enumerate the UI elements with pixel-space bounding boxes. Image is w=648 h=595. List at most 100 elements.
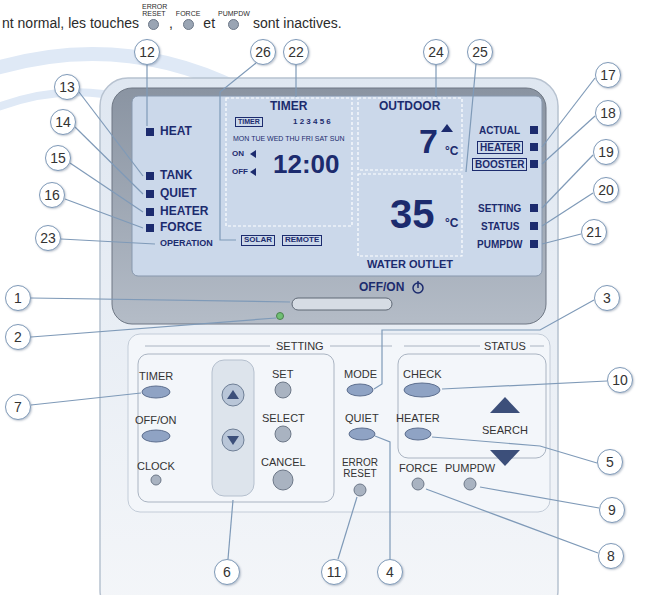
display-text: 12:00 bbox=[273, 150, 340, 179]
button-label: MODE bbox=[344, 368, 377, 380]
callout-number: 6 bbox=[214, 559, 240, 585]
callout-text: 4 bbox=[386, 565, 394, 579]
button-label: OFF/ON bbox=[135, 414, 177, 426]
key-icon: FORCE bbox=[176, 10, 201, 31]
display-text: °C bbox=[445, 217, 458, 230]
lcd-markers bbox=[146, 124, 538, 248]
callout-number: 14 bbox=[50, 109, 76, 135]
callout-number: 21 bbox=[581, 219, 607, 245]
display-text: ON bbox=[232, 150, 244, 159]
callout-text: 17 bbox=[600, 68, 616, 82]
display-text: °C bbox=[445, 145, 458, 158]
callout-number: 24 bbox=[423, 39, 449, 65]
display-text: STATUS bbox=[481, 221, 520, 232]
callout-number: 10 bbox=[607, 367, 633, 393]
display-text: TIMER bbox=[235, 117, 263, 127]
callout-text: 7 bbox=[14, 400, 22, 414]
display-text: MON TUE WED THU FRI SAT SUN bbox=[233, 135, 345, 143]
notice-line: nt normal, les touchesERROR RESET,FORCEe… bbox=[2, 3, 342, 32]
button-label: TIMER bbox=[139, 370, 173, 382]
button-label: FORCE bbox=[399, 462, 438, 474]
notice-text: sont inactives. bbox=[253, 15, 342, 32]
display-text: SETTING bbox=[478, 203, 521, 214]
callout-number: 17 bbox=[595, 62, 621, 88]
callout-number: 12 bbox=[134, 39, 160, 65]
callout-text: 16 bbox=[44, 188, 60, 202]
callout-text: 9 bbox=[608, 503, 616, 517]
key-dot bbox=[148, 19, 159, 30]
display-text: REMOTE bbox=[282, 235, 322, 246]
button-label: CLOCK bbox=[137, 460, 175, 472]
callout-text: 13 bbox=[59, 80, 75, 94]
callout-text: 22 bbox=[288, 45, 304, 59]
callout-number: 23 bbox=[35, 225, 61, 251]
callout-number: 18 bbox=[595, 100, 621, 126]
display-text: WATER OUTLET bbox=[367, 258, 453, 270]
callout-number: 11 bbox=[321, 559, 347, 585]
callout-number: 15 bbox=[45, 145, 71, 171]
key-dot bbox=[183, 19, 194, 30]
button-label: CHECK bbox=[403, 368, 442, 380]
display-text: OFF bbox=[232, 168, 248, 177]
key-dot bbox=[228, 19, 239, 30]
callout-number: 8 bbox=[598, 543, 624, 569]
callout-number: 20 bbox=[593, 177, 619, 203]
button-label: ERROR RESET bbox=[340, 457, 380, 479]
button-label: QUIET bbox=[345, 412, 379, 424]
display-text: 7 bbox=[419, 123, 438, 160]
display-text: BOOSTER bbox=[472, 158, 527, 171]
display-text: HEATER bbox=[477, 141, 523, 154]
button-label: SETTING bbox=[276, 340, 324, 352]
button-label: CANCEL bbox=[261, 456, 306, 468]
callout-text: 15 bbox=[50, 151, 66, 165]
power-control bbox=[277, 281, 424, 320]
display-text: FORCE bbox=[160, 221, 202, 234]
display-text: PUMPDW bbox=[477, 239, 523, 250]
callout-number: 13 bbox=[54, 74, 80, 100]
callout-number: 9 bbox=[599, 497, 625, 523]
lcd-dashed-zones bbox=[226, 98, 462, 256]
callout-text: 11 bbox=[327, 565, 342, 579]
key-name: PUMPDW bbox=[218, 10, 250, 17]
callout-text: 20 bbox=[598, 183, 614, 197]
keypad bbox=[128, 334, 550, 512]
callout-text: 25 bbox=[472, 45, 488, 59]
display-text: TANK bbox=[160, 169, 192, 182]
callout-number: 4 bbox=[377, 559, 403, 585]
display-text: 1 2 3 4 5 6 bbox=[293, 118, 331, 127]
button-label: SELECT bbox=[262, 412, 305, 424]
callout-number: 26 bbox=[250, 39, 276, 65]
callout-text: 2 bbox=[14, 330, 22, 344]
callout-text: 21 bbox=[586, 225, 602, 239]
callout-text: 10 bbox=[612, 373, 628, 387]
callout-text: 23 bbox=[40, 231, 56, 245]
notice-text: et bbox=[203, 15, 215, 32]
key-icon: ERROR RESET bbox=[142, 3, 166, 32]
callout-number: 16 bbox=[39, 182, 65, 208]
display-text: OUTDOOR bbox=[379, 100, 440, 113]
display-text: 35 bbox=[390, 192, 435, 236]
callout-text: 3 bbox=[603, 291, 611, 305]
display-text: HEAT bbox=[160, 125, 192, 138]
callout-text: 24 bbox=[428, 45, 444, 59]
key-name: ERROR RESET bbox=[142, 3, 166, 18]
callout-text: 26 bbox=[255, 45, 271, 59]
button-label: SEARCH bbox=[482, 424, 528, 436]
button-label: STATUS bbox=[484, 340, 526, 352]
leader-lines bbox=[31, 63, 607, 559]
callout-text: 18 bbox=[600, 106, 616, 120]
display-text: QUIET bbox=[160, 187, 197, 200]
display-text: ACTUAL bbox=[479, 125, 520, 136]
remote-body bbox=[100, 78, 558, 595]
callout-number: 22 bbox=[283, 39, 309, 65]
notice-text: , bbox=[169, 15, 173, 32]
display-text: OPERATION bbox=[160, 239, 213, 249]
callout-text: 14 bbox=[55, 115, 71, 129]
button-label: HEATER bbox=[396, 412, 440, 424]
display-text: SOLAR bbox=[241, 235, 275, 246]
button-label: SET bbox=[272, 368, 293, 380]
callout-text: 1 bbox=[14, 291, 22, 305]
callout-text: 6 bbox=[223, 565, 231, 579]
